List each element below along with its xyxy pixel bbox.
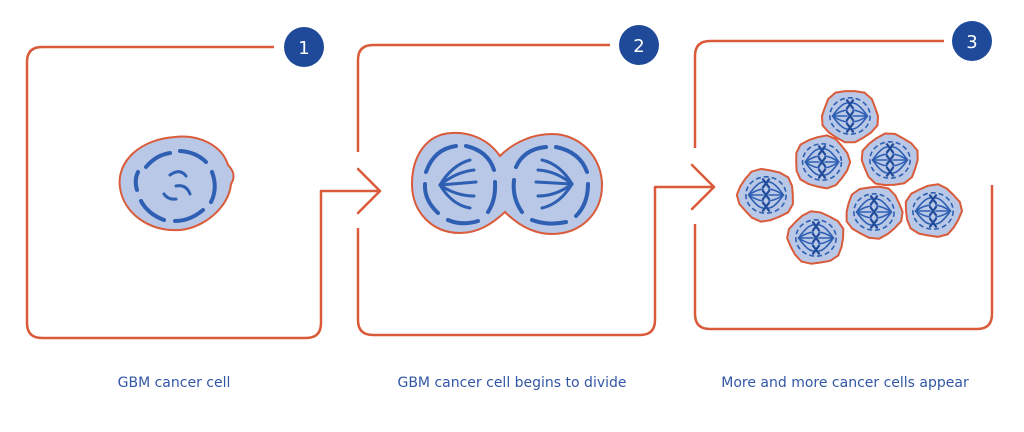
nucleus-membrane xyxy=(869,141,911,180)
chromosomes xyxy=(761,178,771,212)
arrow-right-icon xyxy=(319,167,382,215)
step-badge-number: 3 xyxy=(966,32,977,53)
mitotic-cell xyxy=(795,134,852,190)
right-nucleus xyxy=(511,145,590,226)
panel-2-frame-bottom xyxy=(356,187,657,337)
spindle-fibers xyxy=(871,146,909,174)
chromosomes xyxy=(817,145,827,179)
panel-1: 1 xyxy=(25,27,324,340)
left-nucleus xyxy=(422,144,498,226)
chromatin xyxy=(162,170,192,201)
mitotic-cell xyxy=(860,132,919,187)
arrow-right-icon xyxy=(653,163,716,211)
step-badge-number: 1 xyxy=(298,38,309,59)
gbm-cell xyxy=(118,135,235,232)
mitotic-cell xyxy=(786,210,845,265)
cell-cluster xyxy=(735,90,963,265)
mitotic-cell xyxy=(821,90,879,144)
panel-3-frame xyxy=(693,39,944,148)
chromosomes xyxy=(928,194,938,228)
chromosomes xyxy=(869,195,879,229)
chromosomes xyxy=(885,143,895,177)
spindle-fibers xyxy=(797,224,835,252)
nucleus-membrane xyxy=(795,219,837,258)
spindle-fibers xyxy=(831,102,869,130)
step-badge-number: 2 xyxy=(633,36,644,57)
panel-3: 3 xyxy=(693,21,994,331)
step-badge-3: 3 xyxy=(952,21,992,61)
step-badge-icon xyxy=(284,27,324,67)
chromosomes xyxy=(845,99,855,133)
mitotic-cell xyxy=(845,185,904,240)
nucleus-membrane xyxy=(801,143,843,182)
nucleus-membrane xyxy=(829,97,871,136)
nucleus-membrane xyxy=(853,193,895,232)
step-badge-2: 2 xyxy=(619,25,659,65)
chromosomes xyxy=(811,221,821,255)
nucleus-membrane xyxy=(133,149,217,223)
step-3-caption: More and more cancer cells appear xyxy=(721,375,969,391)
panel-2-frame xyxy=(356,43,610,152)
step-badge-icon xyxy=(619,25,659,65)
panel-3-frame-bottom xyxy=(693,185,994,331)
step-2-caption: GBM cancer cell begins to divide xyxy=(397,375,627,391)
spindle-fibers xyxy=(804,148,840,176)
spindle-fibers xyxy=(914,197,952,225)
nucleus-membrane xyxy=(745,176,787,215)
mitotic-cell xyxy=(735,167,794,223)
step-badge-1: 1 xyxy=(284,27,324,67)
right-spindle xyxy=(534,158,574,210)
left-spindle xyxy=(438,158,478,210)
spindle-fibers xyxy=(747,181,785,209)
step-1-caption: GBM cancer cell xyxy=(117,375,231,391)
step-badge-icon xyxy=(952,21,992,61)
nucleus-membrane xyxy=(912,192,954,231)
spindle-fibers xyxy=(855,198,893,226)
dividing-cell xyxy=(410,131,604,236)
panel-2: 2 xyxy=(356,25,659,337)
mitotic-cell xyxy=(904,183,963,238)
cell-icon xyxy=(410,131,604,236)
panel-1-frame xyxy=(25,45,323,340)
